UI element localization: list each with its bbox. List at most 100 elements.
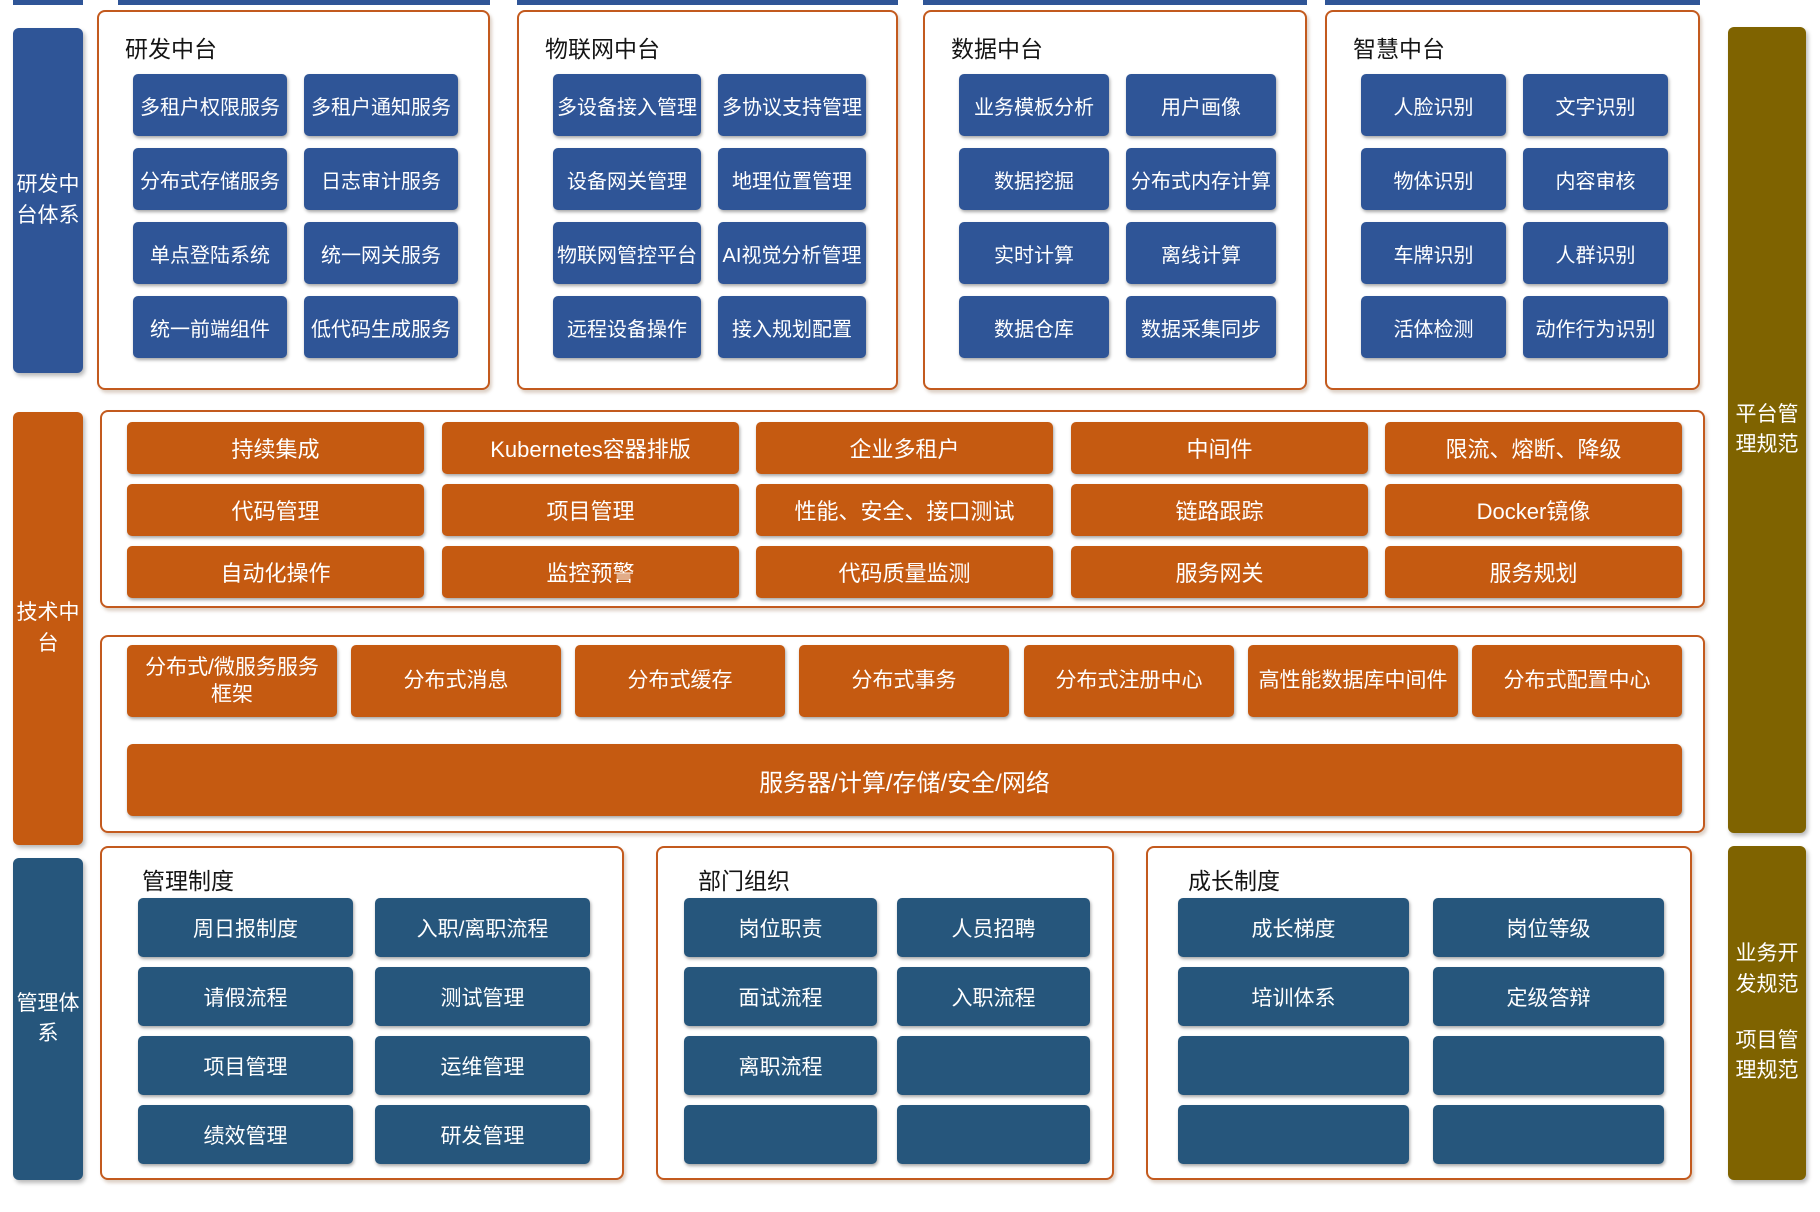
module-box: 岗位职责: [684, 898, 877, 957]
panel-title: 智慧中台: [1353, 36, 1445, 62]
module-box: 多协议支持管理: [718, 74, 866, 136]
module-box: [1178, 1105, 1409, 1164]
module-box: 单点登陆系统: [133, 222, 287, 284]
module-box: 请假流程: [138, 967, 353, 1026]
module-box: [1178, 1036, 1409, 1095]
infrastructure-bar: 服务器/计算/存储/安全/网络: [127, 744, 1682, 816]
module-box: 绩效管理: [138, 1105, 353, 1164]
panel-growth-rules: 成长制度成长梯度岗位等级培训体系定级答辩: [1146, 846, 1692, 1180]
module-box: 用户画像: [1126, 74, 1276, 136]
module-box: 分布式配置中心: [1472, 645, 1682, 717]
module-box: 运维管理: [375, 1036, 590, 1095]
module-box: 成长梯度: [1178, 898, 1409, 957]
module-box: 人员招聘: [897, 898, 1090, 957]
module-box: 分布式消息: [351, 645, 561, 717]
sidebar-label: 业务开发规范: [1735, 942, 1799, 996]
module-box: 分布式事务: [799, 645, 1009, 717]
sidebar-tech-platform: 技术中台: [13, 412, 83, 845]
module-box: 链路跟踪: [1071, 484, 1368, 536]
module-box: 项目管理: [442, 484, 739, 536]
module-box: 物体识别: [1361, 148, 1506, 210]
module-box: 代码质量监测: [756, 546, 1053, 598]
sidebar-label: 项目管理规范: [1735, 1029, 1799, 1083]
module-box: 高性能数据库中间件: [1248, 645, 1458, 717]
sidebar-platform-mgmt-spec: 平台管理规范: [1728, 27, 1806, 833]
module-box: AI视觉分析管理: [718, 222, 866, 284]
module-box: 接入规划配置: [718, 296, 866, 358]
panel-title: 成长制度: [1188, 868, 1280, 894]
sidebar-biz-project-spec: 业务开发规范项目管理规范: [1728, 846, 1806, 1180]
module-box: 多租户通知服务: [304, 74, 458, 136]
module-box: 分布式注册中心: [1024, 645, 1234, 717]
sidebar-label: 研发中台体系: [16, 173, 80, 227]
module-box: [684, 1105, 877, 1164]
module-box: 代码管理: [127, 484, 424, 536]
module-box: 统一网关服务: [304, 222, 458, 284]
panel-dept-org: 部门组织岗位职责人员招聘面试流程入职流程离职流程: [656, 846, 1114, 1180]
module-box: 企业多租户: [756, 422, 1053, 474]
sidebar-management-system: 管理体系: [13, 858, 83, 1180]
module-box: 业务模板分析: [959, 74, 1109, 136]
module-box: 地理位置管理: [718, 148, 866, 210]
module-box: 离线计算: [1126, 222, 1276, 284]
module-box: 多租户权限服务: [133, 74, 287, 136]
panel-mgmt-rules: 管理制度周日报制度入职/离职流程请假流程测试管理项目管理运维管理绩效管理研发管理: [100, 846, 624, 1180]
cropped-top-shape: [517, 0, 898, 5]
module-box: 服务网关: [1071, 546, 1368, 598]
module-box: 自动化操作: [127, 546, 424, 598]
module-box: [1433, 1036, 1664, 1095]
module-box: 数据采集同步: [1126, 296, 1276, 358]
cropped-top-shape: [923, 0, 1307, 5]
module-box: 服务规划: [1385, 546, 1682, 598]
sidebar-label: 平台管理规范: [1735, 402, 1799, 456]
panel-ai-platform: 智慧中台人脸识别文字识别物体识别内容审核车牌识别人群识别活体检测动作行为识别: [1325, 10, 1700, 390]
module-box: 日志审计服务: [304, 148, 458, 210]
module-box: 限流、熔断、降级: [1385, 422, 1682, 474]
module-box: 车牌识别: [1361, 222, 1506, 284]
panel-title: 部门组织: [698, 868, 790, 894]
module-box: 文字识别: [1523, 74, 1668, 136]
module-box: 监控预警: [442, 546, 739, 598]
module-box: 分布式/微服务服务框架: [127, 645, 337, 717]
module-box: 入职/离职流程: [375, 898, 590, 957]
panel-title: 数据中台: [951, 36, 1043, 62]
module-box: 统一前端组件: [133, 296, 287, 358]
module-box: 测试管理: [375, 967, 590, 1026]
module-box: 内容审核: [1523, 148, 1668, 210]
panel-distributed-infra: 分布式/微服务服务框架分布式消息分布式缓存分布式事务分布式注册中心高性能数据库中…: [100, 635, 1705, 833]
module-box: 实时计算: [959, 222, 1109, 284]
module-box: 低代码生成服务: [304, 296, 458, 358]
cropped-top-shape: [13, 0, 83, 5]
panel-title: 管理制度: [142, 868, 234, 894]
module-box: 活体检测: [1361, 296, 1506, 358]
cropped-top-shape: [118, 0, 490, 5]
panel-rnd-platform: 研发中台多租户权限服务多租户通知服务分布式存储服务日志审计服务单点登陆系统统一网…: [97, 10, 490, 390]
panel-data-platform: 数据中台业务模板分析用户画像数据挖掘分布式内存计算实时计算离线计算数据仓库数据采…: [923, 10, 1307, 390]
module-box: 人群识别: [1523, 222, 1668, 284]
module-box: 多设备接入管理: [553, 74, 701, 136]
module-box: 入职流程: [897, 967, 1090, 1026]
panel-title: 研发中台: [125, 36, 217, 62]
sidebar-label: 技术中台: [16, 601, 80, 655]
module-box: 周日报制度: [138, 898, 353, 957]
module-box: 面试流程: [684, 967, 877, 1026]
module-box: 定级答辩: [1433, 967, 1664, 1026]
cropped-top-shape: [1325, 0, 1700, 5]
module-box: 设备网关管理: [553, 148, 701, 210]
module-box: 培训体系: [1178, 967, 1409, 1026]
module-box: 离职流程: [684, 1036, 877, 1095]
module-box: 项目管理: [138, 1036, 353, 1095]
module-box: [1433, 1105, 1664, 1164]
module-box: 持续集成: [127, 422, 424, 474]
module-box: 分布式存储服务: [133, 148, 287, 210]
module-box: 人脸识别: [1361, 74, 1506, 136]
module-box: 分布式缓存: [575, 645, 785, 717]
module-box: Kubernetes容器排版: [442, 422, 739, 474]
sidebar-label: 管理体系: [16, 991, 80, 1045]
module-box: 性能、安全、接口测试: [756, 484, 1053, 536]
module-box: 研发管理: [375, 1105, 590, 1164]
module-box: 物联网管控平台: [553, 222, 701, 284]
